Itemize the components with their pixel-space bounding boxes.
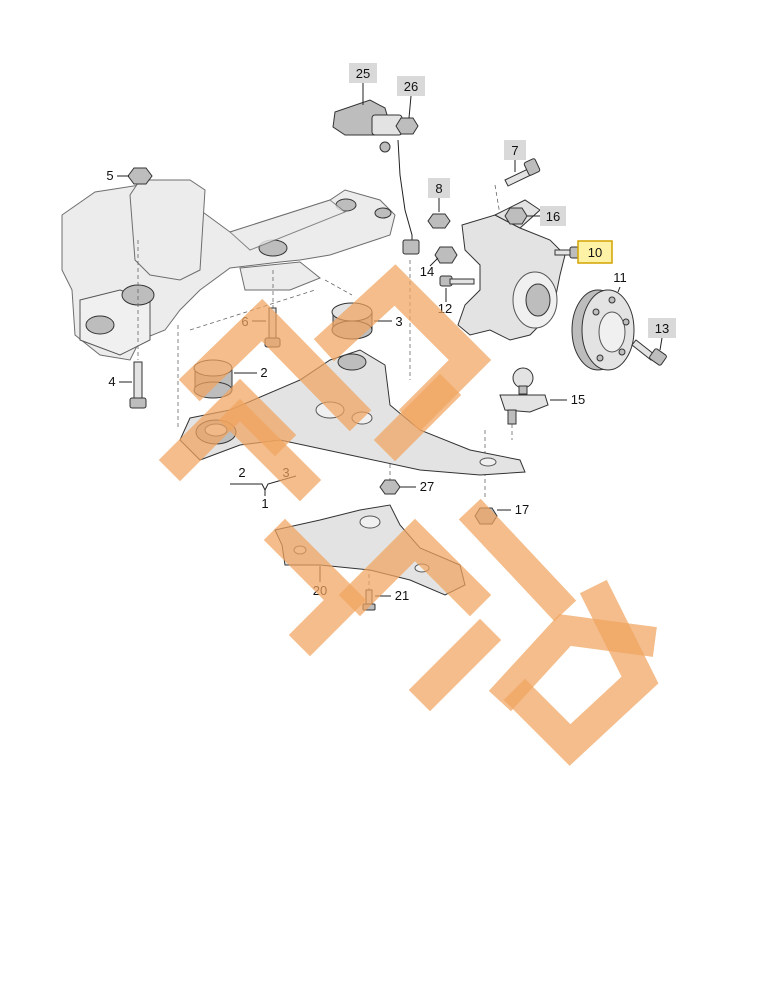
callout-27[interactable]: 27	[400, 479, 434, 494]
callout-13[interactable]: 13	[648, 318, 676, 351]
callout-7[interactable]: 7	[504, 140, 526, 172]
nut-16	[504, 207, 528, 225]
svg-text:25: 25	[356, 66, 370, 81]
nut-26	[395, 117, 419, 135]
svg-text:16: 16	[546, 209, 560, 224]
level-sensor-25	[332, 99, 420, 255]
callout-15[interactable]: 15	[550, 392, 585, 407]
svg-text:11: 11	[613, 270, 627, 285]
callout-26[interactable]: 26	[397, 76, 425, 119]
callout-8[interactable]: 8	[428, 178, 450, 212]
svg-text:10: 10	[588, 245, 602, 260]
svg-text:2: 2	[260, 365, 267, 380]
svg-text:27: 27	[420, 479, 434, 494]
svg-text:5: 5	[106, 168, 113, 183]
callout-2[interactable]: 2	[234, 365, 268, 380]
bolt-13	[631, 339, 667, 366]
bolt-12	[439, 275, 475, 287]
svg-text:2: 2	[238, 465, 245, 480]
svg-text:8: 8	[435, 181, 442, 196]
svg-text:14: 14	[420, 264, 434, 279]
bolt-7	[504, 158, 541, 187]
nut-14	[434, 246, 458, 264]
svg-text:7: 7	[511, 143, 518, 158]
callout-14[interactable]: 14	[420, 257, 439, 279]
callout-11[interactable]: 11	[613, 270, 627, 293]
callout-5[interactable]: 5	[106, 168, 129, 183]
subframe	[61, 179, 396, 361]
callout-17[interactable]: 17	[497, 502, 529, 517]
wheel-hub-11	[571, 289, 635, 371]
svg-text:21: 21	[395, 588, 409, 603]
callout-25[interactable]: 25	[349, 63, 377, 105]
svg-text:4: 4	[108, 374, 115, 389]
svg-text:13: 13	[655, 321, 669, 336]
nut-5	[127, 167, 153, 185]
ball-joint-15	[499, 367, 549, 425]
watermark	[158, 264, 659, 766]
callout-4[interactable]: 4	[108, 374, 132, 389]
svg-text:15: 15	[571, 392, 585, 407]
svg-text:1: 1	[261, 496, 268, 511]
svg-text:3: 3	[395, 314, 402, 329]
svg-text:17: 17	[515, 502, 529, 517]
bolt-4	[129, 361, 147, 409]
svg-text:26: 26	[404, 79, 418, 94]
callout-10[interactable]: 10	[577, 240, 613, 264]
nut-8	[427, 213, 451, 229]
nut-27	[379, 479, 401, 495]
callout-16[interactable]: 16	[527, 206, 566, 226]
